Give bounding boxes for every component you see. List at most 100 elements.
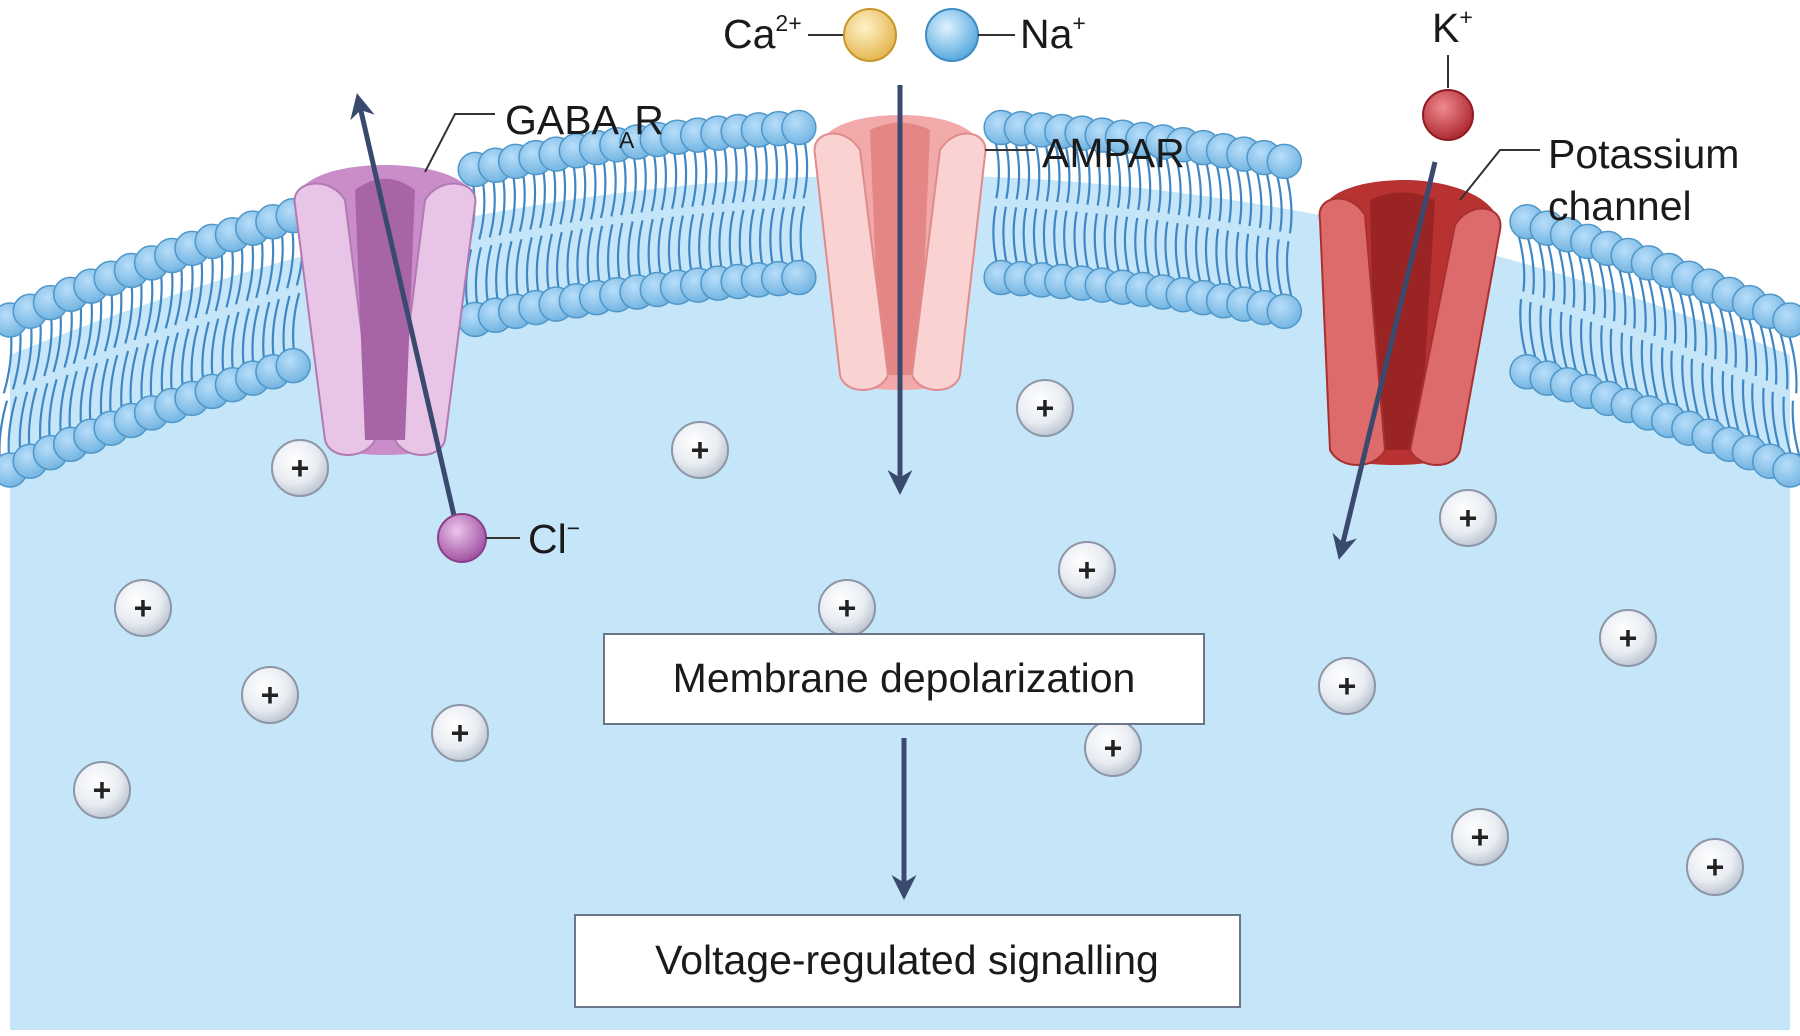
lipid-tail xyxy=(508,175,516,234)
lipid-tail xyxy=(505,240,513,299)
lipid-tail xyxy=(1285,175,1293,234)
lipid-tail xyxy=(1751,383,1761,442)
lipid-tail xyxy=(535,235,543,294)
lipid-tail xyxy=(515,239,523,297)
lipid-tail xyxy=(79,366,89,426)
lipid-tail xyxy=(630,156,637,214)
lipid-tail xyxy=(1184,224,1192,282)
lipid-tail xyxy=(1053,209,1060,268)
svg-text:+: + xyxy=(93,772,112,808)
lipid-tail xyxy=(140,343,150,402)
lipid-tail xyxy=(52,313,62,373)
lipid-tail xyxy=(994,141,1000,199)
lipid-tail xyxy=(1245,233,1253,292)
lipid-tail xyxy=(1727,308,1737,368)
potassium-channel-label-line2: channel xyxy=(1548,183,1692,229)
lipid-tail xyxy=(1707,300,1717,360)
lipid-tail xyxy=(660,152,667,211)
lipid-tail xyxy=(1135,152,1142,211)
lipid-tail xyxy=(184,263,194,322)
lipid-tail xyxy=(1144,153,1152,212)
lipid-tail xyxy=(1205,161,1212,220)
svg-text:+: + xyxy=(1078,552,1097,588)
lipid-tail xyxy=(488,179,496,238)
lipid-tail xyxy=(1215,163,1223,222)
lipid-tail xyxy=(1155,155,1162,213)
lipid-tail xyxy=(1710,366,1720,426)
lipid-tail xyxy=(677,215,684,273)
sodium-label: Na+ xyxy=(1020,10,1086,57)
lipid-tail xyxy=(129,347,139,406)
lipid-tail xyxy=(170,332,179,391)
lipid-tail xyxy=(1539,305,1548,364)
lipid-tail xyxy=(596,225,604,284)
lipid-tail xyxy=(718,211,725,269)
lipid-tail xyxy=(518,174,526,232)
cation-plus-icon: + xyxy=(114,579,172,637)
gabaar-label: GABAAR xyxy=(505,97,664,153)
lipid-tail xyxy=(1787,334,1798,394)
lipid-tail xyxy=(1657,281,1667,341)
lipid-tail xyxy=(741,144,748,203)
lipid-tail xyxy=(11,330,22,390)
lipid-tail xyxy=(164,270,174,329)
lipid-tail xyxy=(221,314,231,374)
lipid-tail xyxy=(245,242,255,302)
signalling-text: Voltage-regulated signalling xyxy=(655,937,1159,983)
lipid-tail xyxy=(291,292,301,351)
lipid-tail xyxy=(1627,270,1636,329)
lipid-tail xyxy=(1537,239,1546,298)
lipid-tail xyxy=(1124,151,1132,209)
lipid-tail xyxy=(1064,145,1071,204)
lipid-tail xyxy=(190,325,200,384)
lipid-tail xyxy=(1569,314,1578,374)
depolarization-text: Membrane depolarization xyxy=(673,655,1136,701)
lipid-tail xyxy=(27,387,38,447)
svg-text:+: + xyxy=(261,677,280,713)
lipid-tail xyxy=(1586,256,1596,315)
lipid-tail xyxy=(1004,141,1010,199)
lipid-tail xyxy=(769,207,775,266)
cation-plus-icon: + xyxy=(241,666,299,724)
svg-text:+: + xyxy=(691,432,710,468)
lipid-tail xyxy=(1681,355,1691,414)
lipid-tail xyxy=(1762,387,1772,447)
lipid-tail xyxy=(1528,301,1538,361)
svg-text:+: + xyxy=(1104,730,1123,766)
lipid-tail xyxy=(569,165,577,223)
lipid-tail xyxy=(647,218,654,277)
lipid-tail xyxy=(711,147,718,205)
lipid-tail xyxy=(180,328,190,387)
lipid-tail xyxy=(1103,214,1110,272)
lipid-tail xyxy=(579,163,587,222)
lipid-tail xyxy=(1767,325,1778,385)
lipid-tail xyxy=(1024,142,1031,201)
lipid-tail xyxy=(99,358,109,418)
lipid-tail xyxy=(586,227,594,285)
lipid-tail xyxy=(1094,148,1101,206)
lipid-tail xyxy=(546,233,553,292)
lipid-tail xyxy=(1175,157,1182,216)
lipid-tail xyxy=(1701,362,1711,422)
lipid-tail xyxy=(1730,374,1741,434)
lipid-tail xyxy=(1225,230,1232,289)
lipid-tail xyxy=(680,150,688,208)
lipid-tail xyxy=(576,228,583,287)
lipid-tail xyxy=(1650,343,1659,402)
lipid-tail xyxy=(688,214,695,272)
sodium-ion-icon xyxy=(925,8,979,62)
lipid-tail xyxy=(1083,212,1090,270)
lipid-head-inner xyxy=(781,259,817,296)
potassium-channel-label-line1: Potassium xyxy=(1548,131,1739,177)
lipid-tail xyxy=(1215,228,1222,287)
lipid-tail xyxy=(93,297,103,356)
depolarization-box xyxy=(603,633,1205,725)
potassium-ion-label: K+ xyxy=(1432,4,1473,51)
lipid-tail xyxy=(72,305,83,365)
lipid-tail xyxy=(63,309,73,368)
lipid-tail xyxy=(495,242,503,301)
gabaar-leader-line xyxy=(424,113,495,173)
lipid-tail xyxy=(48,379,58,438)
cation-plus-icon: + xyxy=(1318,657,1376,715)
